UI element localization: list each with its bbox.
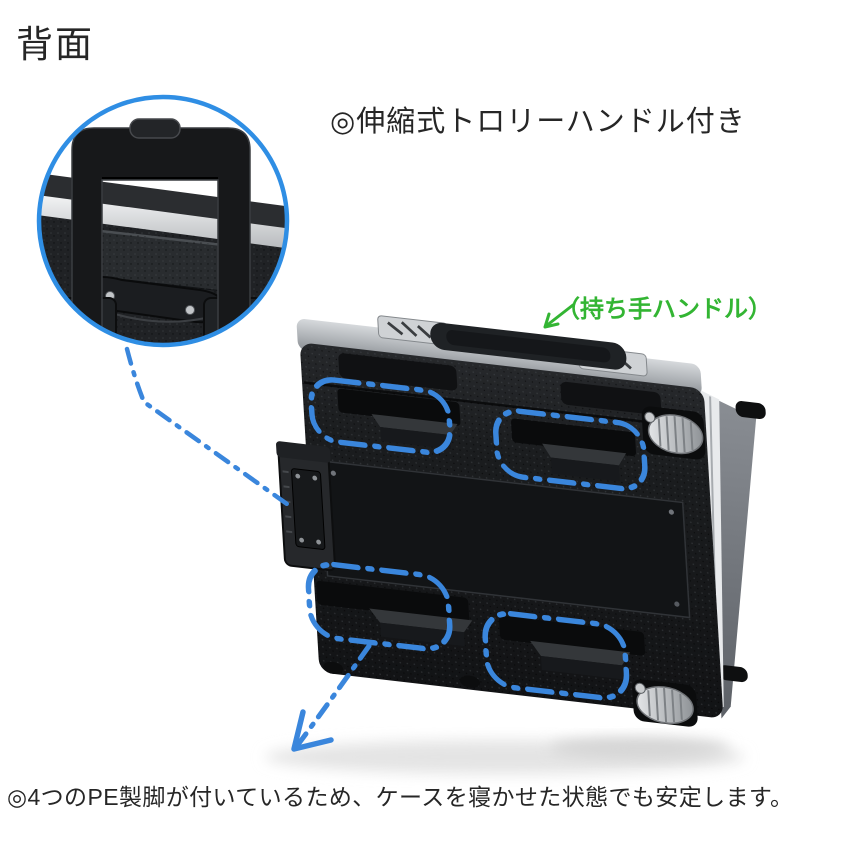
lid-grip-recess-right [560,381,662,416]
inset-handle-button [129,118,181,139]
foot-block-2-top [542,443,627,466]
plate-screw [299,537,305,543]
panel-screw [668,509,674,515]
lid-seam [304,381,705,430]
handle-pointer-arrow [543,303,575,329]
rubber-foot-knob-top [735,401,766,419]
foot-block-4 [540,656,624,680]
floor-shadow-dark [550,737,730,759]
foot-block-1-top [371,414,458,436]
trolley-mount-inner [291,468,326,550]
trolley-handle-inset [36,94,290,348]
plate-screw [312,475,318,481]
inset-ring [36,94,290,348]
foot-recess-2 [511,418,637,457]
panel-screw [674,601,680,607]
foot-block-3-top [369,608,473,633]
lid-grip-recess-left [338,353,458,391]
foot-block-1 [380,427,452,450]
foot-recess-1 [337,388,461,426]
foot-block-4-top [530,640,631,666]
stability-note: ◎4つのPE製脚が付いているため、ケースを寝かせた状態でも安定します。 [7,784,794,810]
case-back-view [276,315,766,727]
carry-handle-grip [446,330,611,363]
feet-direction-arrow [291,643,372,752]
foot-highlight-1 [308,377,453,456]
handle-arrowhead [543,312,560,329]
foot-highlight-2 [493,408,648,492]
foot-block-2 [550,457,620,482]
rubber-foot-knob-bottom [718,665,748,683]
bottom-foot-bump [459,675,481,688]
caster-wheel-top [641,406,706,460]
panel-screw [330,470,336,476]
trolley-feature-title: ◎伸縮式トロリーハンドル付き [330,106,746,138]
feet-arrowhead [291,709,334,752]
trolley-mount-hinge [276,441,331,463]
bottom-foot-bump [323,661,344,674]
foot-recess-4 [499,615,646,656]
inset-connector-line [124,346,290,507]
latch-left-detail [387,321,432,339]
caster-wheel-bottom [632,679,698,727]
carry-handle-label: （持ち手ハンドル） [556,296,772,323]
back-view-title: 背面 [16,24,94,65]
plate-screw [295,473,301,479]
inset-grip-screw [185,305,195,315]
foot-recess-3 [316,580,470,622]
plate-screw [316,539,322,545]
